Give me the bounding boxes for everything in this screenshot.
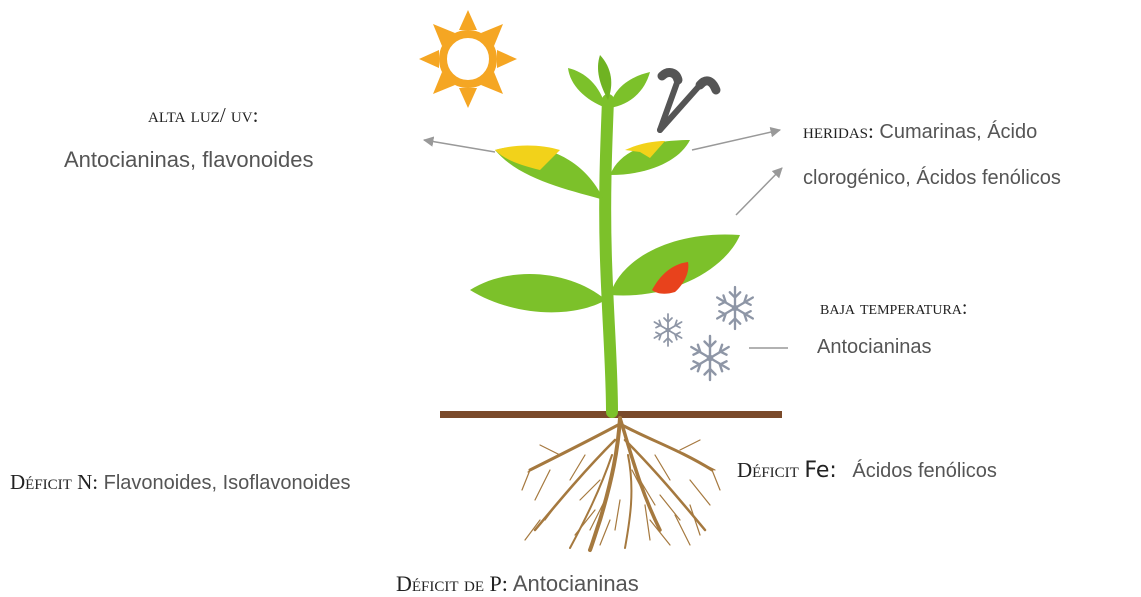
deficit-fe-symbol: Fe <box>804 458 829 483</box>
heridas-line1: Cumarinas, Ácido <box>879 121 1037 143</box>
scissors-icon <box>660 73 716 130</box>
deficit-fe-colon: : <box>829 458 836 483</box>
roots-icon <box>522 418 720 550</box>
heridas-label: heridas: Cumarinas, Ácido <box>803 119 1037 144</box>
deficit-n-label: Déficit N: Flavonoides, Isoflavonoides <box>10 470 350 495</box>
heridas-title: heridas: <box>803 119 874 143</box>
deficit-n-text: Flavonoides, Isoflavonoides <box>104 472 351 494</box>
deficit-p-text: Antocianinas <box>513 571 639 596</box>
deficit-p-label: Déficit de P: Antocianinas <box>396 571 639 597</box>
deficit-n-title: Déficit N: <box>10 470 98 494</box>
heridas-line2: clorogénico, Ácidos fenólicos <box>803 167 1061 190</box>
sun-icon <box>419 10 517 108</box>
baja-temp-title: baja temperatura: <box>820 297 967 320</box>
baja-temp-text: Antocianinas <box>817 336 932 359</box>
deficit-fe-text: Ácidos fenólicos <box>852 460 997 482</box>
deficit-p-title: Déficit de P: <box>396 571 508 596</box>
snowflake-icon <box>654 287 752 380</box>
plant-icon <box>470 55 740 412</box>
alta-luz-text: Antocianinas, flavonoides <box>64 147 314 173</box>
alta-luz-title: alta luz/ uv: <box>148 103 258 128</box>
deficit-fe-label: Déficit Fe: Ácidos fenólicos <box>737 458 997 483</box>
deficit-fe-title: Déficit <box>737 458 799 482</box>
